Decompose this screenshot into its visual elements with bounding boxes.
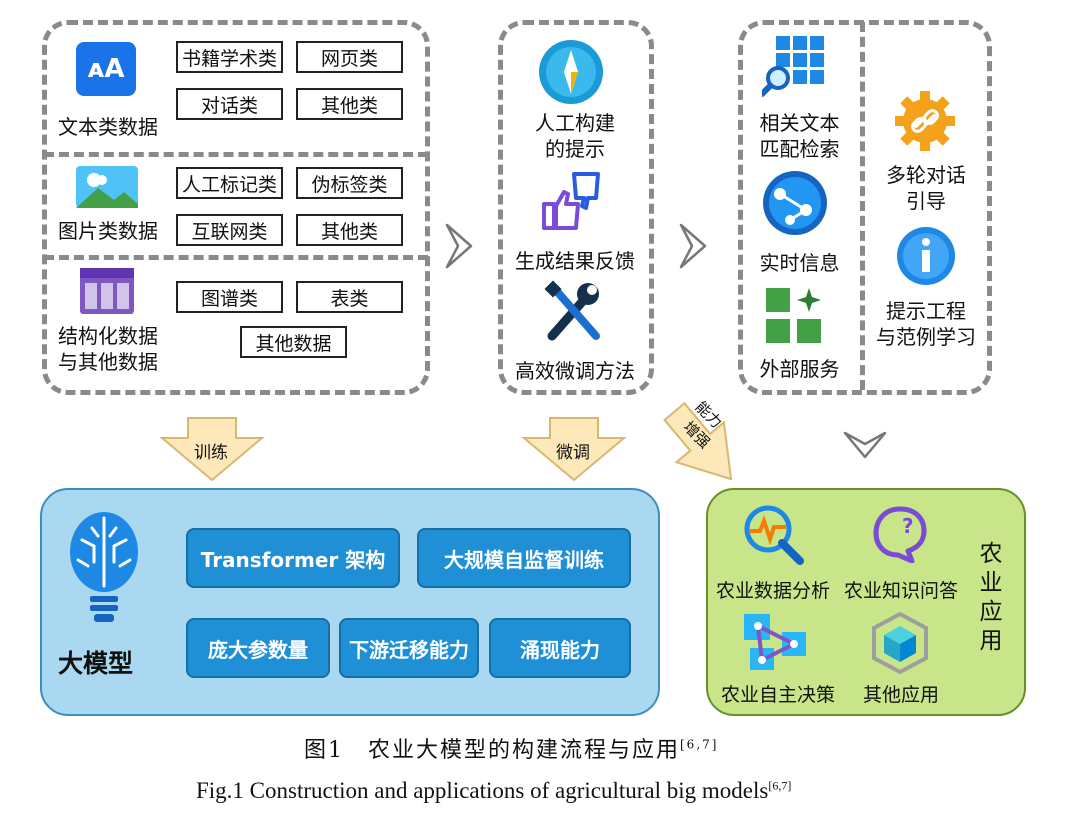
feature-transformer: Transformer 架构 [186,528,400,588]
feature-params: 庞大参数量 [186,618,330,678]
tools-icon [544,280,600,341]
caption-en-text: Fig.1 Construction and applications of a… [196,778,769,803]
enhance-left-1-line1: 相关文本 [759,111,840,135]
finetune-panel [498,20,654,395]
data-panel [42,20,430,395]
side-char-4: 用 [979,628,1003,654]
finetune-item-1-line2: 的提示 [545,137,605,161]
finetune-arrow [521,417,627,482]
text-data-label: 文本类数据 [58,115,158,139]
chevron-right-icon [445,223,473,269]
tag-manual: 人工标记类 [176,167,283,199]
tag-text-other: 其他类 [296,88,403,120]
finetune-item-2: 生成结果反馈 [515,249,635,273]
font-icon: ᴀA [76,42,136,96]
side-char-2: 业 [979,570,1003,596]
big-model-panel [40,488,660,716]
tag-pseudo: 伪标签类 [296,167,403,199]
tag-internet: 互联网类 [176,214,283,246]
caption-en-ref: [6,7] [768,778,792,793]
enhance-arrow [663,401,733,481]
globe-icon [763,171,827,235]
feature-emergent: 涌现能力 [489,618,631,678]
caption-en: Fig.1 Construction and applications of a… [196,778,791,804]
big-model-label: 大模型 [58,649,134,678]
grid-search-icon [762,36,824,97]
lightbulb-brain-icon [70,512,138,622]
tag-dialog: 对话类 [176,88,283,120]
caption-cn-text: 图1 农业大模型的构建流程与应用 [304,738,680,763]
chevron-right-icon-2 [679,223,707,269]
side-char-3: 应 [979,599,1003,625]
chevron-down-icon [843,431,887,459]
enhance-right-2-line1: 提示工程 [886,299,966,323]
apps-icon [766,288,821,343]
feature-self-supervised: 大规模自监督训练 [417,528,631,588]
feature-transfer: 下游迁移能力 [339,618,479,678]
enhance-left-2: 实时信息 [759,251,840,275]
chat-question-icon: ? [873,506,927,563]
enhance-panel [738,20,992,395]
tag-books: 书籍学术类 [176,41,283,73]
landscape-icon [76,166,138,208]
image-data-label: 图片类数据 [58,219,158,243]
enhance-right-2-line2: 与范例学习 [876,325,976,349]
svg-text:?: ? [902,514,914,538]
struct-data-label-2: 与其他数据 [58,350,158,374]
train-arrow [159,417,265,482]
decision-graph-icon [744,614,806,670]
app-data-analysis: 农业数据分析 [715,580,830,602]
finetune-item-3: 高效微调方法 [515,359,635,383]
enhance-divider [860,22,865,390]
cube-app-icon [872,612,928,674]
data-analysis-icon [744,505,804,565]
info-icon [897,227,955,285]
finetune-item-1-line1: 人工构建 [535,111,615,135]
caption-cn-ref: [6,7] [680,737,719,752]
tag-image-other: 其他类 [296,214,403,246]
tag-table: 表类 [296,281,403,313]
app-other: 其他应用 [862,684,939,706]
agri-side-label: 农 业 应 用 [976,540,1006,656]
tag-web: 网页类 [296,41,403,73]
data-divider-2 [44,255,428,260]
enhance-right-1-line1: 多轮对话 [886,163,966,187]
side-char-1: 农 [979,541,1003,567]
enhance-right-1-line2: 引导 [906,189,946,213]
tag-other-data: 其他数据 [240,326,347,358]
data-divider-1 [44,152,428,157]
app-knowledge-qa: 农业知识问答 [843,580,958,602]
gear-link-icon [895,91,955,151]
enhance-left-3: 外部服务 [759,357,840,381]
compass-icon [539,40,603,104]
train-label: 训练 [194,443,228,463]
table-icon [80,268,134,314]
finetune-label: 微调 [556,443,590,463]
enhance-left-1-line2: 匹配检索 [759,137,840,161]
app-autonomous-decision: 农业自主决策 [720,684,835,706]
tag-graph: 图谱类 [176,281,283,313]
agri-apps-panel [706,488,1026,716]
struct-data-label-1: 结构化数据 [58,324,158,348]
thumbs-icon [542,172,600,230]
caption-cn: 图1 农业大模型的构建流程与应用[6,7] [304,732,718,764]
